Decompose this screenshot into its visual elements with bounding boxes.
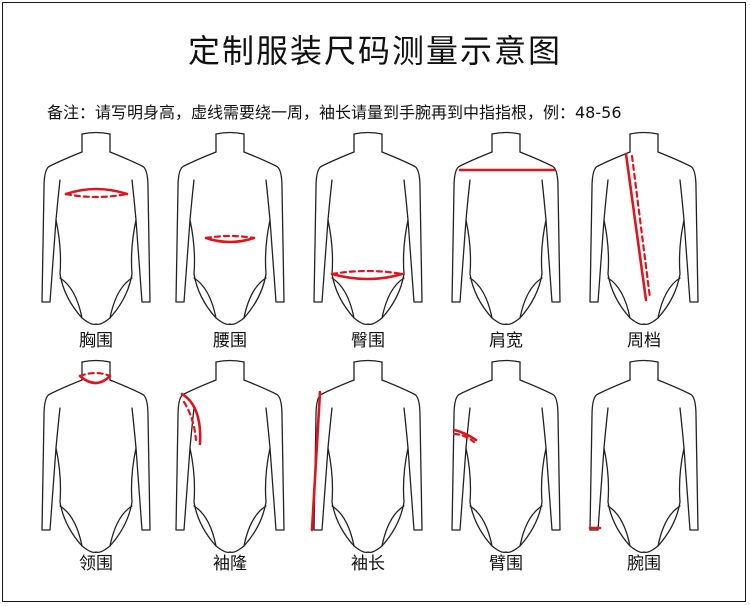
armhole-measure-solid <box>180 392 202 446</box>
neck-measure-solid <box>78 374 112 385</box>
figure-neck <box>26 356 166 576</box>
figure-sleeve-cap <box>160 356 300 576</box>
bodysuit-outline-upper-arm <box>451 359 561 554</box>
figure-shoulder <box>436 128 576 348</box>
arm-measure-dashed <box>452 432 476 444</box>
figure-upper-arm <box>436 356 576 576</box>
caption-sleeve-cap: 袖隆 <box>213 554 247 574</box>
armhole-measure-dashed <box>182 400 198 442</box>
sleeve-length-line <box>310 390 322 532</box>
bodysuit-outline-neck <box>41 359 151 554</box>
figure-torso <box>574 128 714 348</box>
caption-neck: 领围 <box>79 554 113 574</box>
torso-measure-solid <box>624 152 648 302</box>
hip-measure-solid <box>330 272 404 281</box>
caption-shoulder: 肩宽 <box>489 331 523 351</box>
caption-sleeve-length: 袖长 <box>351 554 385 574</box>
caption-chest: 胸围 <box>79 331 113 351</box>
torso-measure-dashed <box>630 154 652 300</box>
chest-measure-solid <box>64 187 129 196</box>
figure-sleeve-length <box>298 356 438 576</box>
caption-waist: 腰围 <box>213 331 247 351</box>
bodysuit-outline-sleeve-length <box>310 359 423 554</box>
neck-measure-dashed <box>78 371 112 378</box>
note-text: 备注：请写明身高，虚线需要绕一周，袖长请量到手腕再到中指指根，例：48-56 <box>47 103 622 122</box>
hip-measure-dashed <box>330 269 404 276</box>
caption-upper-arm: 臂围 <box>489 554 523 574</box>
waist-measure-solid <box>204 236 256 244</box>
figure-waist <box>160 128 300 348</box>
bodysuit-outline-torso <box>589 131 699 326</box>
caption-hip: 臀围 <box>351 331 385 351</box>
arm-measure-solid <box>452 428 478 442</box>
figure-hip <box>298 128 438 348</box>
bodysuit-outline-shoulder <box>451 131 561 326</box>
figure-wrist <box>574 356 714 576</box>
caption-wrist: 腕围 <box>627 554 661 574</box>
bodysuit-outline-wrist <box>588 359 699 554</box>
bodysuit-outline-chest <box>41 131 151 326</box>
page-title: 定制服装尺码测量示意图 <box>187 32 562 70</box>
chest-measure-dashed <box>64 192 129 199</box>
bodysuit-outline-sleeve-cap <box>175 359 285 554</box>
bodysuit-outline-hip <box>313 131 423 326</box>
waist-measure-dashed <box>204 234 256 240</box>
figure-chest <box>26 128 166 348</box>
bodysuit-outline-waist <box>175 131 285 326</box>
caption-torso: 周档 <box>627 331 661 351</box>
